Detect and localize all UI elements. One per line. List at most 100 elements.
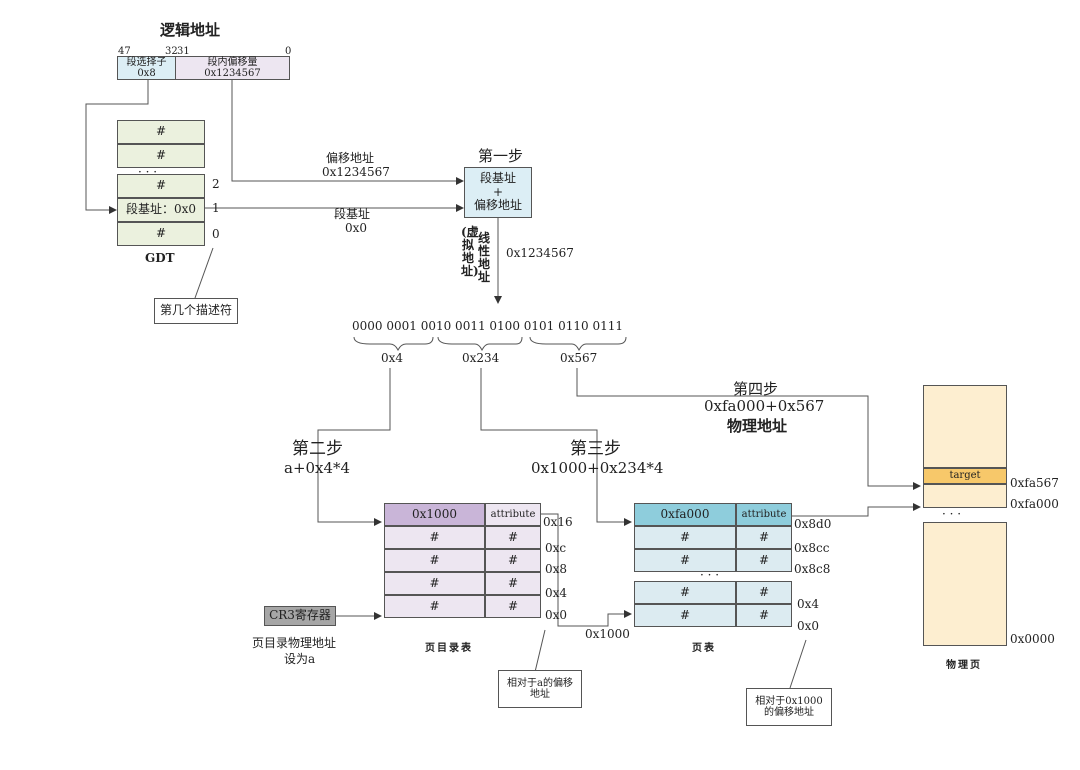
step1-box-plus: +	[492, 184, 504, 199]
step2-to-pde-arrow	[317, 478, 382, 526]
pte-offset: 0x8c8	[794, 562, 831, 576]
base-arrow-label: 段基址	[334, 207, 371, 221]
bits-group-3: 0x567	[560, 351, 598, 365]
g3-to-target-arrow	[576, 368, 921, 490]
phys-addr-mid: 0xfa000	[1010, 497, 1059, 511]
linear-address-label: 线性地址	[477, 231, 490, 284]
pde-header-attr: attribute	[485, 503, 541, 526]
step3-title: 第三步	[570, 439, 621, 459]
step1-box-line1: 段基址	[479, 170, 516, 185]
step1-title: 第一步	[478, 147, 524, 165]
pte-base-label: 0x1000	[585, 627, 630, 641]
g2-to-step3-line	[480, 368, 598, 478]
pte-header-attr: attribute	[736, 503, 792, 526]
pte-offset: 0x8cc	[794, 541, 830, 555]
phys-page-top	[923, 385, 1007, 468]
pde-cell: #	[485, 549, 541, 572]
pde-offset: 0x4	[545, 586, 568, 600]
gdt-cell: #	[117, 174, 205, 198]
selector-value: 0x8	[137, 68, 156, 79]
pte-cell: #	[634, 581, 736, 604]
cr3-note-line1: 页目录物理地址	[252, 636, 337, 650]
step4-title: 第四步	[733, 380, 779, 398]
pte-cell: #	[634, 604, 736, 627]
pte-to-phys-arrow	[792, 503, 921, 517]
pte-offset: 0x4	[797, 597, 820, 611]
logical-title: 逻辑地址	[160, 21, 221, 39]
offset-value: 0x1234567	[204, 68, 261, 79]
offset-arrow-label: 偏移地址	[326, 151, 375, 165]
gdt-cell: #	[117, 120, 205, 144]
gdt-index-0: 0	[212, 227, 220, 241]
pte-cell: #	[634, 526, 736, 549]
g1-to-step2-line	[317, 368, 391, 478]
offset-label: 段内偏移量	[207, 56, 258, 68]
pte-cell: #	[736, 604, 792, 627]
step1-box: 段基址 + 偏移地址	[464, 167, 532, 218]
pte-title: 页表	[692, 643, 716, 654]
gdt-title: GDT	[145, 251, 175, 265]
pte-cell: #	[736, 549, 792, 572]
pde-cell: #	[384, 572, 485, 595]
bit-31-label: 31	[177, 46, 190, 57]
pde-to-pte-arrow	[541, 513, 632, 627]
pde-cell: #	[485, 526, 541, 549]
brace-3	[529, 336, 627, 352]
pde-header-addr: 0x1000	[384, 503, 485, 526]
pde-cell: #	[485, 572, 541, 595]
phys-target: target	[923, 468, 1007, 484]
gdt-index-1: 1	[212, 201, 220, 215]
gdt-note-line	[194, 247, 214, 299]
pte-cell: #	[736, 526, 792, 549]
brace-1	[353, 336, 434, 352]
cr3-note-line2: 设为a	[284, 652, 316, 666]
pde-title: 页目录表	[425, 643, 473, 654]
step2-title: 第二步	[292, 439, 343, 459]
pte-dots: · · ·	[700, 568, 720, 582]
pte-note: 相对于0x1000的偏移地址	[746, 688, 832, 726]
pde-offset: 0x16	[543, 515, 573, 529]
pte-header-addr: 0xfa000	[634, 503, 736, 526]
pte-cell: #	[736, 581, 792, 604]
pte-note-line	[789, 639, 807, 689]
pde-cell: #	[384, 595, 485, 618]
virtual-address-label: (虚拟地址)	[461, 225, 479, 278]
pde-cell: #	[384, 549, 485, 572]
gdt-note: 第几个描述符	[154, 298, 238, 324]
brace-2	[437, 336, 523, 352]
pde-offset: 0xc	[545, 541, 567, 555]
selector-field: 段选择子 0x8	[117, 56, 176, 80]
phys-page-mid	[923, 484, 1007, 508]
pde-offset: 0x8	[545, 562, 568, 576]
physical-address-label: 物理地址	[727, 417, 788, 435]
gdt-base-cell: 段基址：0x0	[117, 198, 205, 222]
phys-page-bottom	[923, 522, 1007, 646]
base-arrow-value: 0x0	[345, 221, 368, 235]
phys-dots: · · ·	[942, 507, 962, 521]
phys-title: 物理页	[946, 660, 982, 671]
pte-offset: 0x0	[797, 619, 820, 633]
pde-note: 相对于a的偏移地址	[498, 670, 582, 708]
phys-addr-bottom: 0x0000	[1010, 632, 1055, 646]
offset-field: 段内偏移量 0x1234567	[175, 56, 290, 80]
cr3-register: CR3寄存器	[264, 606, 336, 626]
gdt-cell: #	[117, 222, 205, 246]
bit-47-label: 47	[118, 46, 131, 57]
bit-32-label: 32	[165, 46, 178, 57]
phys-addr-top: 0xfa567	[1010, 476, 1059, 490]
pte-offset: 0x8d0	[794, 517, 832, 531]
gdt-cell: #	[117, 144, 205, 168]
pde-offset: 0x0	[545, 608, 568, 622]
offset-arrow-value: 0x1234567	[322, 165, 390, 179]
pde-note-line	[534, 629, 546, 673]
gdt-index-2: 2	[212, 177, 220, 191]
pde-cell: #	[485, 595, 541, 618]
linear-address-value: 0x1234567	[506, 246, 574, 260]
pte-cell: #	[634, 549, 736, 572]
step3-to-pte-arrow	[596, 478, 632, 526]
step3-formula: 0x1000+0x234*4	[531, 459, 664, 477]
bits-group-2: 0x234	[462, 351, 500, 365]
pde-cell: #	[384, 526, 485, 549]
step2-formula: a+0x4*4	[284, 459, 351, 477]
